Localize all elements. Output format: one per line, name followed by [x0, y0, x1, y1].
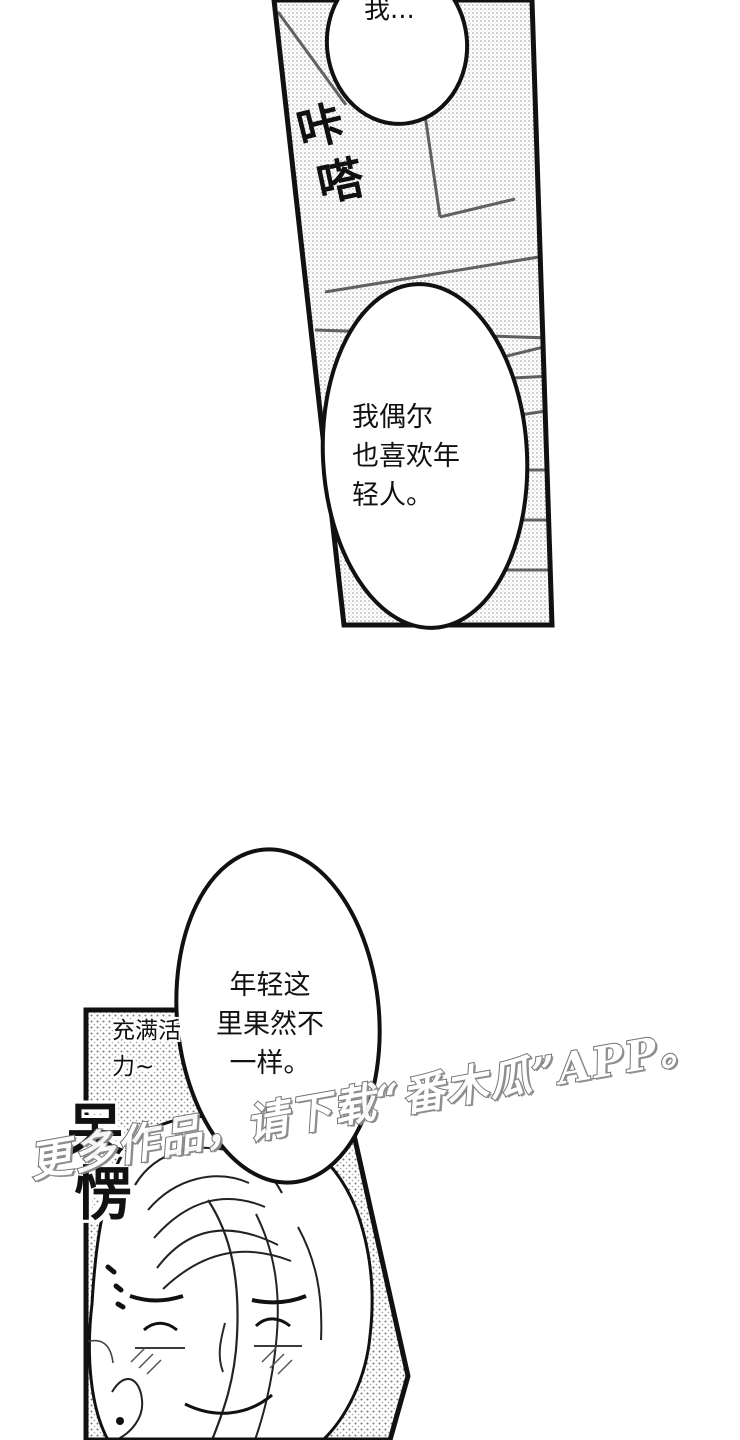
speech-line: 年轻这 [229, 970, 311, 1001]
sound-effect-character: 呆 [66, 1097, 125, 1165]
aside-line: 力~ [112, 1053, 155, 1080]
speech-balloon-3: 年轻这 里果然不 一样。 [216, 966, 324, 1083]
sound-effect-character: 嗒 [312, 150, 369, 213]
panel-1 [271, 0, 555, 630]
sound-effect-character: 愣 [74, 1159, 133, 1228]
speech-line: 一样。 [229, 1048, 311, 1080]
panel-2 [83, 847, 411, 1440]
speech-line: 轻人。 [352, 480, 433, 512]
speech-line: 里果然不 [216, 1009, 324, 1041]
speech-line: 我偶尔 [352, 402, 433, 433]
speech-line: 我... [364, 0, 415, 25]
speech-balloon-2: 我偶尔 也喜欢年 轻人。 [352, 398, 460, 515]
aside-line: 充满活 [112, 1018, 181, 1044]
sound-effect-stare: 呆 愣 [66, 1100, 132, 1225]
sound-effect-click: 咔 嗒 [291, 95, 388, 213]
speech-line: 也喜欢年 [352, 441, 460, 473]
aside-dialogue: 充满活 力~ [112, 1014, 181, 1085]
speech-balloon-1: 我... [364, 0, 415, 30]
